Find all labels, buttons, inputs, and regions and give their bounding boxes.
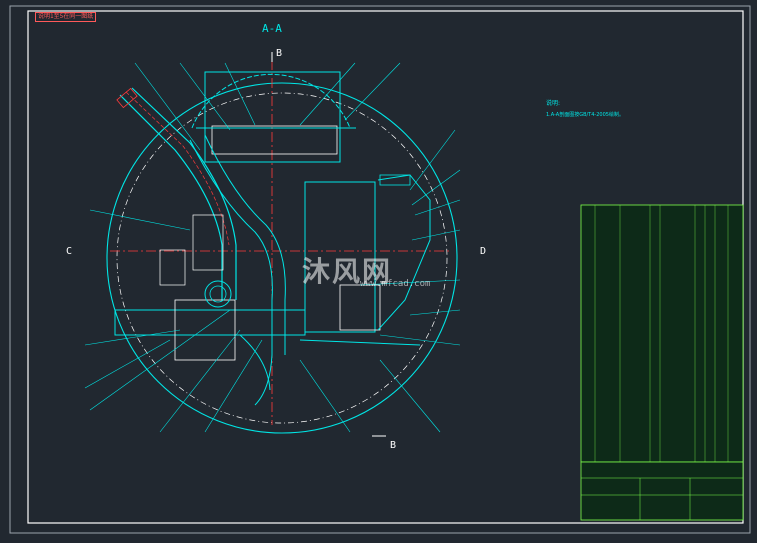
watermark-url: www.mfcad.com	[360, 279, 431, 289]
left-pipe-inner	[131, 87, 237, 300]
lower-right-line	[299, 339, 421, 346]
top-chamber-inner	[211, 125, 338, 155]
vessel-center-circle	[116, 92, 448, 424]
notes-title: 说明:	[546, 100, 561, 107]
lower-block	[174, 299, 236, 361]
outer-border	[9, 5, 751, 534]
right-chamber	[304, 181, 376, 333]
right-chamber-base	[339, 284, 381, 331]
drawing-tag: 说明1至5在同一图纸	[35, 12, 97, 22]
section-mark-bottom: B	[390, 440, 397, 451]
lower-pipe-inner-circle	[209, 285, 227, 303]
pipe-inlet-flange	[116, 87, 138, 109]
section-mark-left: C	[66, 246, 73, 257]
parts-list-table	[580, 204, 744, 463]
lower-platform	[114, 309, 306, 336]
leader-lines	[84, 62, 461, 433]
curved-pipe	[189, 139, 273, 406]
right-cap	[379, 174, 411, 186]
lower-pipe-circle	[204, 280, 232, 308]
notes-line: 1.A-A剖面图按GB/T4-2005绘制。	[546, 112, 624, 118]
top-arc	[191, 73, 351, 129]
left-pipe-centerline	[125, 91, 230, 246]
right-bracket	[377, 174, 431, 331]
left-pipe-outer	[119, 94, 223, 300]
watermark-logo: 沐风网	[302, 255, 393, 288]
lower-bend	[239, 334, 271, 391]
section-mark-top: B	[276, 48, 283, 59]
center-support	[192, 214, 224, 271]
top-chamber	[204, 71, 341, 163]
title-block	[580, 461, 744, 521]
section-title: A-A	[262, 22, 282, 35]
curved-pipe-inner	[204, 134, 286, 355]
section-mark-right: D	[480, 246, 487, 257]
vessel-outer-circle	[106, 82, 458, 434]
left-support	[159, 249, 186, 286]
